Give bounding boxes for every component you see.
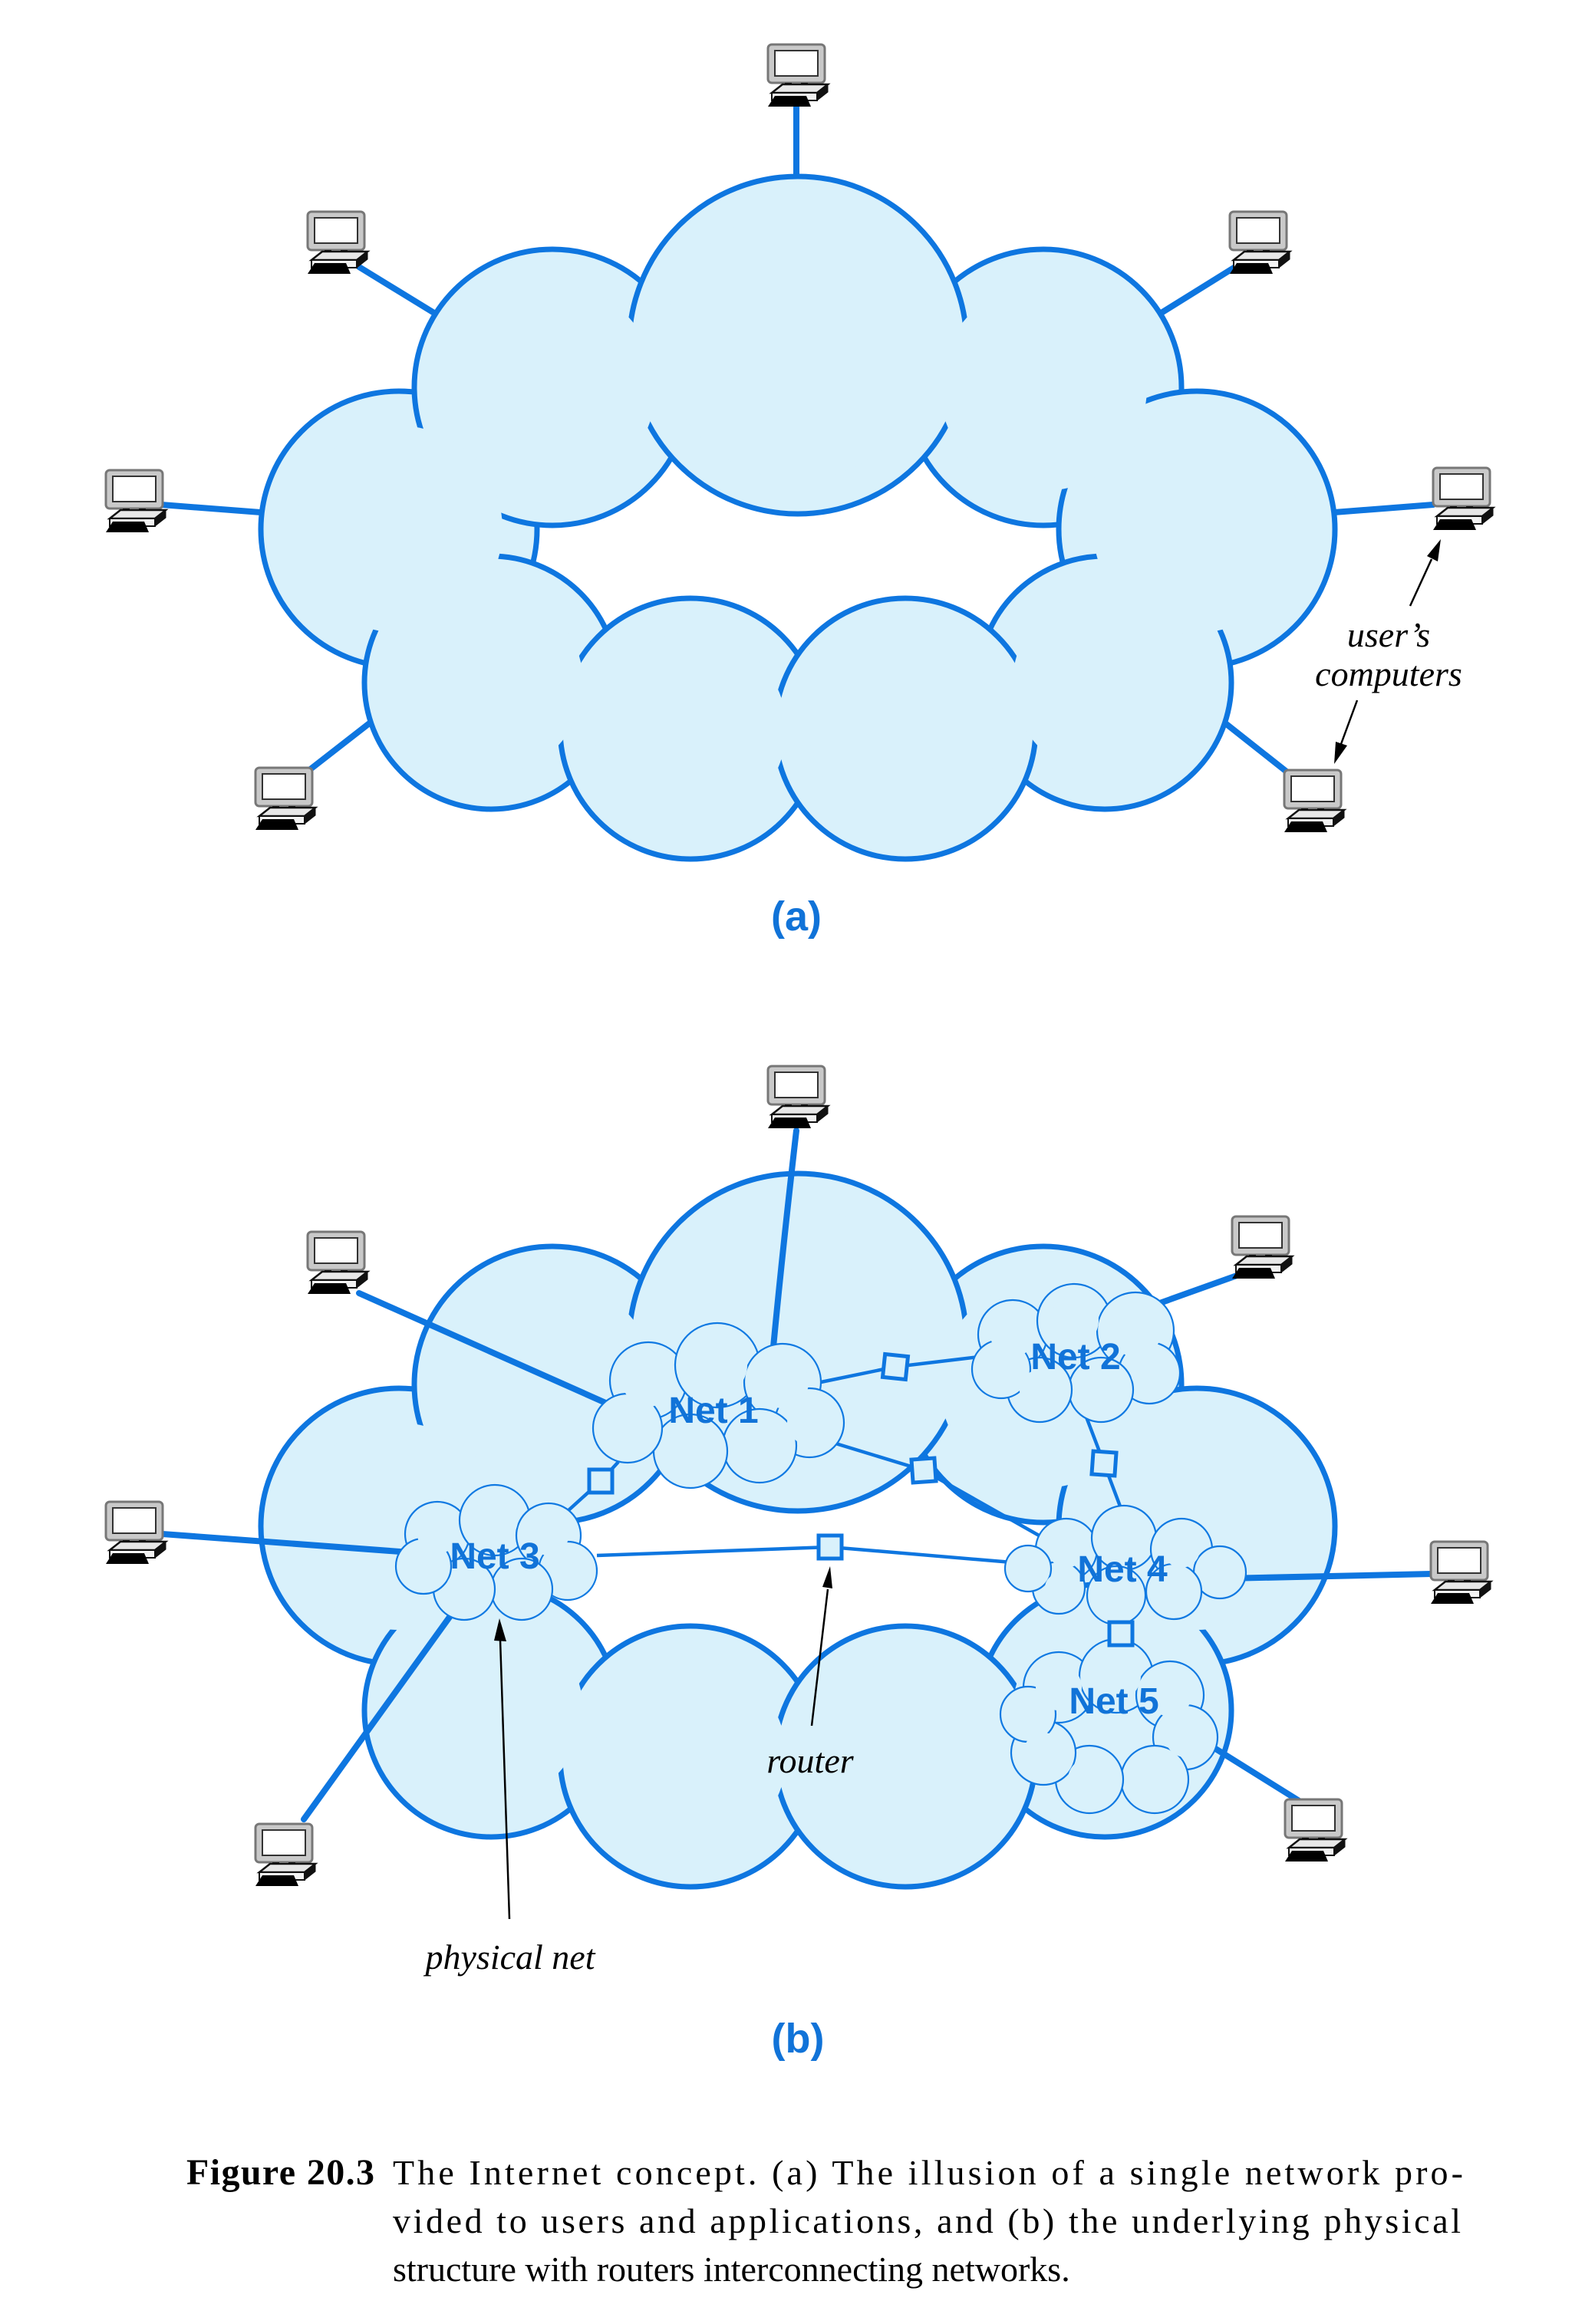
computer-icon	[104, 1500, 167, 1565]
computer-icon	[766, 43, 829, 108]
net-3-label: Net 3	[450, 1536, 539, 1577]
net-cloud-1	[592, 1322, 845, 1490]
router-annotation: router	[766, 1566, 855, 1780]
part-a-tag: (a)	[771, 894, 822, 940]
computer-icon	[104, 469, 167, 534]
net-cloud-5	[999, 1638, 1219, 1815]
net-cloud-4	[1003, 1504, 1247, 1626]
computer-icon	[1429, 1540, 1492, 1605]
figure-caption: Figure 20.3 The Internet concept. (a) Th…	[186, 2152, 1463, 2289]
part-b-connection-lines	[160, 1127, 1435, 1822]
router-label: router	[766, 1741, 854, 1780]
computer-icon	[1228, 210, 1291, 275]
computer-icon	[306, 210, 369, 275]
physical-net-label: physical net	[423, 1937, 596, 1977]
router-icon	[880, 1351, 911, 1382]
computer-icon	[306, 1230, 369, 1295]
users-computers-label-line2: computers	[1315, 654, 1462, 693]
cloud-a	[258, 173, 1338, 862]
physical-net-annotation: physical net	[423, 1618, 596, 1977]
computer-icon	[766, 1065, 829, 1130]
router-icon	[816, 1533, 844, 1561]
caption-line-2: vided to users and applications, and (b)…	[393, 2201, 1461, 2240]
annotation-arrow	[1409, 558, 1433, 607]
router-icon	[909, 1456, 938, 1485]
net-2-label: Net 2	[1030, 1337, 1120, 1378]
users-computers-label-line1: user’s	[1347, 615, 1430, 654]
arrowhead-icon	[1334, 742, 1347, 764]
net-4-label: Net 4	[1077, 1549, 1168, 1590]
routers	[587, 1351, 1135, 1648]
arrowhead-icon	[1427, 539, 1441, 561]
computer-icon	[1231, 1215, 1293, 1280]
caption-line-3: structure with routers interconnecting n…	[393, 2250, 1070, 2289]
net-cloud-3	[394, 1483, 598, 1621]
net-1-label: Net 1	[668, 1391, 758, 1431]
net-cloud-2	[971, 1282, 1181, 1424]
router-icon	[587, 1467, 615, 1495]
computer-icon	[254, 1822, 317, 1888]
computer-icon	[1283, 769, 1346, 834]
caption-line-1: The Internet concept. (a) The illusion o…	[393, 2153, 1463, 2192]
computer-icon	[1284, 1798, 1346, 1863]
annotation-arrow	[1340, 700, 1359, 745]
annotation-arrow	[499, 1639, 511, 1920]
computer-icon	[1432, 466, 1494, 532]
router-icon	[1107, 1620, 1135, 1648]
users-computers-annotation: user’s computers	[1315, 539, 1462, 764]
computer-icon	[254, 766, 317, 831]
net-5-label: Net 5	[1069, 1681, 1158, 1722]
part-b-tag: (b)	[772, 2016, 825, 2062]
arrowhead-icon	[822, 1566, 832, 1588]
arrowhead-icon	[494, 1618, 506, 1641]
router-icon	[1089, 1449, 1119, 1478]
figure-caption-label: Figure 20.3	[186, 2152, 374, 2193]
annotation-arrow	[810, 1588, 829, 1727]
